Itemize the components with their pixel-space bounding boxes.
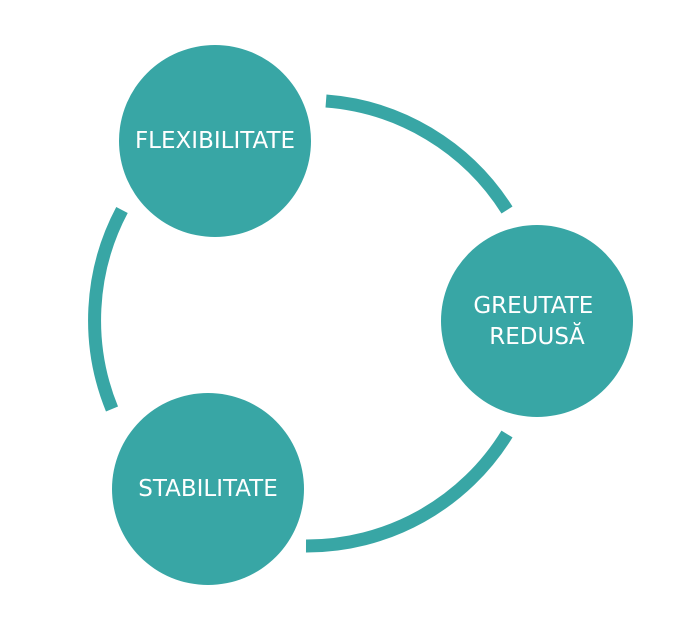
node-stabilitate-circle [112, 393, 304, 585]
node-greutate-redusa-circle [441, 225, 633, 417]
connector-arc-greutate-stabilitate [305, 430, 513, 553]
node-flexibilitate: FLEXIBILITATE [119, 45, 311, 237]
svg-text:GREUTATE REDUSĂ: GREUTATE REDUSĂ [473, 293, 600, 350]
connector-arc-stabilitate-flexibilitate [88, 206, 128, 412]
node-stabilitate: STABILITATE [112, 393, 304, 585]
node-greutate-redusa: GREUTATE REDUSĂ [441, 225, 633, 417]
node-flexibilitate-circle [119, 45, 311, 237]
cycle-ring [88, 94, 513, 553]
node-greutate-redusa-label-line2: REDUSĂ [489, 322, 585, 350]
node-stabilitate-label: STABILITATE [138, 476, 278, 502]
node-flexibilitate-label: FLEXIBILITATE [135, 128, 295, 154]
connector-arc-flexibilitate-greutate [325, 94, 513, 214]
node-greutate-redusa-label-line1: GREUTATE [473, 293, 593, 319]
svg-text:FLEXIBILITATE: FLEXIBILITATE [135, 128, 295, 154]
svg-text:STABILITATE: STABILITATE [138, 476, 278, 502]
